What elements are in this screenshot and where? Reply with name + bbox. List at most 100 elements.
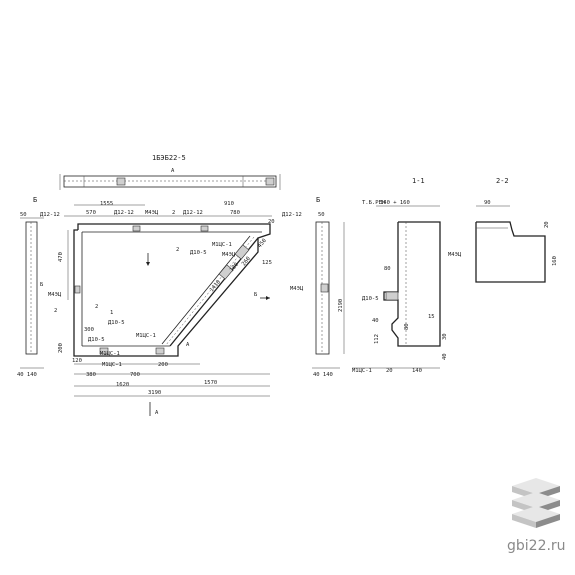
section-1-marker: 1 — [110, 310, 113, 316]
dim-30-sec: 30 — [442, 333, 448, 340]
mark-m4-sec22: М4ЭЦ — [448, 252, 462, 258]
section-2-top: 2 — [172, 210, 175, 216]
dim-80: 80 — [384, 266, 391, 272]
sec11-notch — [385, 291, 399, 301]
section-1-1: 1-1 Т.Б.РЕН 140 + 160 80 Д10-5 40 15 30 … — [352, 177, 448, 374]
section-2-2: 2-2 90 20 160 М4ЭЦ — [448, 177, 558, 283]
mark-d10-5-sec: Д10-5 — [362, 296, 379, 302]
side-view-left-outline — [25, 221, 38, 355]
mark-d10-5-a: Д10-5 — [190, 250, 207, 256]
dim-300: 300 — [84, 327, 94, 333]
dim-1570: 1570 — [204, 380, 217, 386]
bottom-embed-1 — [99, 347, 109, 355]
top-view: 1БЭБ22-5 A — [59, 154, 281, 190]
site-watermark: gbi22.ru — [507, 538, 566, 554]
dim-120: 120 — [72, 358, 82, 364]
arrow-b-right: Б — [254, 292, 258, 298]
mark-m4-left: М4ЭЦ — [48, 292, 62, 298]
dim-1555: 1555 — [100, 201, 113, 207]
dim-1620: 1620 — [116, 382, 129, 388]
logo-slab-side-left-3 — [512, 514, 536, 528]
top-view-label: 1БЭБ22-5 — [152, 154, 186, 162]
dim-140-sec: 140 — [412, 368, 422, 374]
mark-m4-top: М4ЭЦ — [145, 210, 159, 216]
dim-40-140-left: 40 140 — [17, 372, 37, 378]
mark-m4-right: М4ЭЦ — [222, 252, 236, 258]
dim-20-sec2: 20 — [544, 221, 550, 228]
top-embed-1 — [132, 225, 141, 232]
mark-d12-12-2: Д12-12 — [183, 210, 203, 216]
mark-d12-12-mid: Д12-12 — [114, 210, 134, 216]
dim-910-left: 470 — [58, 252, 64, 262]
panel-outline — [73, 223, 271, 357]
view-b-right-label: Б — [316, 196, 320, 204]
dim-40-sec2: 40 — [442, 353, 448, 360]
dim-2190: 2190 — [338, 299, 344, 312]
section-a-top-label: A — [171, 168, 175, 174]
dim-180: 180 — [229, 262, 240, 273]
mark-m1-2: М1ЦС-1 — [136, 333, 156, 339]
dim-570: 570 — [86, 210, 96, 216]
left-embed — [74, 285, 81, 294]
top-view-embed-2 — [265, 177, 275, 186]
bottom-embed-2 — [155, 347, 165, 355]
mark-m4-view: М4ЭЦ — [290, 286, 304, 292]
section-2-2-label: 2-2 — [496, 177, 509, 185]
side-view-right-embed — [320, 283, 329, 293]
main-elevation: Д12-12 570 1555 Д12-12 М4ЭЦ 2 Д12-12 910… — [40, 201, 275, 416]
mark-m1-sec: М1ЦС-1 — [352, 368, 372, 374]
section-a-bottom-marker: A — [186, 342, 190, 348]
arrow-b-left: Б — [40, 282, 44, 288]
arrow-b-right-head — [266, 296, 270, 300]
section-2-inner: 2 — [95, 304, 98, 310]
mark-d12-12-right: Д12-12 — [282, 212, 302, 218]
view-b-left-label: Б — [33, 196, 37, 204]
diagonal-brace-axis — [165, 236, 255, 346]
section-a-bottom: A — [155, 410, 159, 416]
dim-50-left: 50 — [20, 212, 27, 218]
brace-embed-2 — [218, 264, 234, 280]
section-2-mid: 2 — [176, 247, 179, 253]
center-arrow-head — [146, 262, 150, 266]
dim-160: 160 — [552, 256, 558, 266]
section-1-1-label: 1-1 — [412, 177, 425, 185]
dim-780: 780 — [230, 210, 240, 216]
sec22-outline — [475, 221, 546, 283]
dim-450: 450 — [257, 238, 268, 249]
dim-40-sec: 40 — [372, 318, 379, 324]
side-view-right: Б Д12-12 50 М4ЭЦ 2190 40 140 — [282, 196, 345, 378]
side-view-right-outline — [315, 221, 330, 355]
dim-700: 700 — [130, 372, 140, 378]
dim-20-top: 20 — [268, 219, 275, 225]
section-2-left: 2 — [54, 308, 57, 314]
mark-m1-3: М1ЦС-1 — [100, 351, 120, 357]
sec11-top-label: Т.Б.РЕН — [362, 200, 385, 206]
dim-260: 260 — [241, 256, 252, 267]
mark-d10-5-b: Д10-5 — [108, 320, 125, 326]
top-view-outline — [63, 175, 277, 188]
top-view-embed — [116, 177, 126, 186]
dim-80-sec: 80 — [404, 323, 410, 330]
dim-90: 90 — [484, 200, 491, 206]
dim-112: 112 — [374, 334, 380, 344]
dim-40-140-right: 40 140 — [313, 372, 333, 378]
logo-slab-side-right-3 — [536, 514, 560, 528]
brace-embed-1 — [234, 244, 250, 260]
side-view-left: Б 50 40 140 — [17, 196, 44, 378]
dim-50-right: 50 — [318, 212, 325, 218]
sec11-outline — [383, 221, 441, 347]
dim-20-sec: 20 — [386, 368, 393, 374]
dim-15-sec: 15 — [428, 314, 435, 320]
dim-200-b: 200 — [158, 362, 168, 368]
mark-d10-5-c: Д10-5 — [88, 337, 105, 343]
dim-3190: 3190 — [148, 390, 161, 396]
site-logo — [512, 478, 560, 528]
mark-d12-12-left: Д12-12 — [40, 212, 60, 218]
top-embed-2 — [200, 225, 209, 232]
dim-200: 200 — [58, 343, 64, 353]
mark-m1-4: М1ЦС-1 — [102, 362, 122, 368]
dim-380: 380 — [86, 372, 96, 378]
dim-125: 125 — [262, 260, 272, 266]
